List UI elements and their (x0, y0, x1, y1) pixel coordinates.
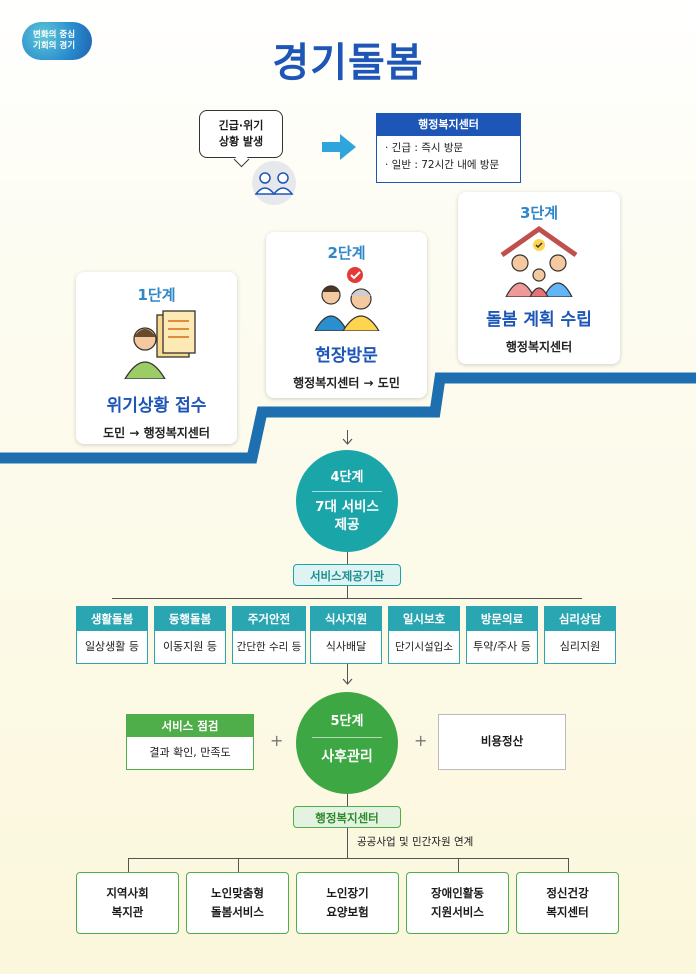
logo-line-2: 기회의 경기 (33, 41, 76, 51)
page-title: 경기돌봄 (272, 40, 424, 86)
care-worker-icon (313, 267, 380, 332)
chevron-down-icon (342, 678, 353, 685)
plus-sign: + (270, 731, 284, 750)
step3-number: 3단계 (519, 204, 559, 222)
emergency-line-2: 상황 발생 (218, 135, 264, 148)
service-check-title: 서비스 점검 (127, 715, 253, 737)
resource-line-1: 노인장기 (326, 886, 369, 900)
connector-line (347, 664, 348, 684)
link-label: 공공사업 및 민간자원 연계 (357, 836, 474, 848)
step5-circle: 5단계 사후관리 (296, 692, 398, 794)
connector-line (347, 430, 348, 444)
chevron-down-icon (342, 438, 353, 445)
admin-center-urgent: · 긴급 : 즉시 방문 (385, 142, 464, 154)
service-desc: 일상생활 등 (84, 640, 140, 653)
arrow-right-icon (322, 134, 356, 160)
step2-number: 2단계 (327, 244, 366, 262)
step1-title: 위기상황 접수 (106, 396, 207, 416)
resource-line-2: 돌봄서비스 (211, 905, 264, 919)
emergency-line-1: 긴급·위기 (218, 119, 264, 132)
service-name: 생활돌봄 (77, 607, 147, 631)
branch-drop (238, 858, 239, 872)
resource-line-1: 지역사회 (106, 886, 149, 900)
service-desc: 단기시설입소 (395, 641, 453, 653)
service-name: 식사지원 (311, 607, 381, 631)
resource-line-2: 복지관 (111, 905, 144, 919)
connector-line (347, 552, 348, 564)
service-check-box: 서비스 점검 결과 확인, 만족도 (126, 714, 254, 770)
step3-card: 3단계 돌봄 계획 수립 행정복지센터 (458, 192, 620, 364)
service-desc: 이동지원 등 (162, 640, 218, 653)
step2-subtitle: 행정복지센터 → 도민 (293, 376, 400, 390)
branch-line (112, 598, 582, 599)
service-name: 동행돌봄 (155, 607, 225, 631)
step1-subtitle: 도민 → 행정복지센터 (103, 426, 210, 440)
stairs-band (0, 372, 696, 464)
step4-circle: 4단계 7대 서비스 제공 (296, 450, 398, 552)
step5-title: 사후관리 (321, 749, 373, 765)
resource-line-1: 장애인활동 (431, 886, 484, 900)
service-name: 방문의료 (467, 607, 537, 631)
resource-line-1: 정신건강 (546, 886, 589, 900)
connector-line (347, 586, 348, 598)
step3-subtitle: 행정복지센터 (505, 340, 573, 354)
logo-line-1: 변화의 중심 (33, 30, 76, 40)
step2-card: 2단계 현장방문 행정복지센터 → 도민 (266, 232, 427, 398)
service-desc: 심리지원 (559, 640, 601, 653)
cost-settlement-box: 비용정산 (438, 714, 566, 770)
plus-sign: + (414, 731, 428, 750)
connector-line (347, 794, 348, 806)
resource-line-1: 노인맞춤형 (211, 886, 264, 900)
people-icon (252, 161, 296, 205)
step2-title: 현장방문 (315, 346, 378, 366)
branch-line (128, 858, 568, 859)
provider-label: 서비스제공기관 (293, 564, 401, 586)
gyeonggi-logo: 변화의 중심 기회의 경기 (22, 22, 92, 60)
step1-number: 1단계 (137, 286, 176, 304)
service-desc: 식사배달 (325, 640, 367, 653)
resource-line-2: 복지센터 (546, 905, 589, 919)
step4-number: 4단계 (330, 470, 364, 485)
step1-card: 1단계 위기상황 접수 도민 → 행정복지센터 (76, 272, 237, 444)
step5-number: 5단계 (330, 714, 364, 729)
family-house-icon (500, 225, 578, 298)
resource-line-2: 지원서비스 (431, 905, 484, 919)
service-name: 일시보호 (389, 607, 459, 631)
admin-center-title: 행정복지센터 (377, 114, 520, 136)
branch-drop (128, 858, 129, 872)
service-desc: 간단한 수리 등 (236, 641, 302, 653)
admin-center-normal: · 일반 : 72시간 내에 방문 (385, 159, 500, 171)
document-person-icon (123, 310, 196, 380)
step4-line-1: 7대 서비스 (315, 499, 379, 515)
service-desc: 투약/주사 등 (473, 640, 531, 653)
service-name: 심리상담 (545, 607, 615, 631)
admin-label: 행정복지센터 (293, 806, 401, 828)
branch-drop (458, 858, 459, 872)
step4-line-2: 제공 (334, 517, 360, 533)
service-check-desc: 결과 확인, 만족도 (149, 746, 231, 759)
connector-line (347, 828, 348, 858)
service-name: 주거안전 (233, 607, 305, 631)
resource-line-2: 요양보험 (326, 905, 369, 919)
branch-drop (568, 858, 569, 872)
step3-title: 돌봄 계획 수립 (486, 310, 592, 330)
emergency-bubble: 긴급·위기 상황 발생 (199, 110, 283, 158)
admin-center-box: 행정복지센터 · 긴급 : 즉시 방문 · 일반 : 72시간 내에 방문 (376, 113, 521, 183)
